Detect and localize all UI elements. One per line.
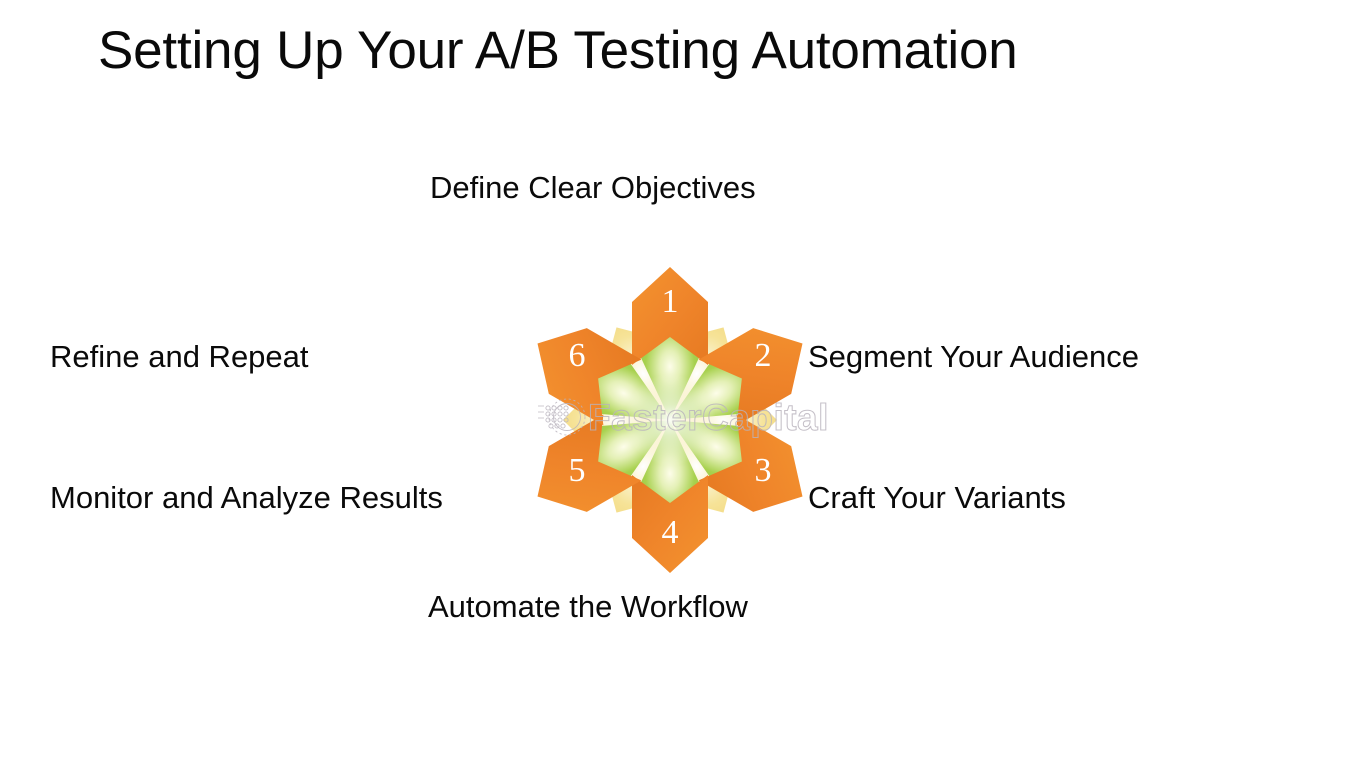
petal-6[interactable]: 6 bbox=[518, 310, 642, 426]
petal-2[interactable]: 2 bbox=[698, 310, 822, 426]
petal-1[interactable]: 1 bbox=[632, 267, 708, 365]
petal-number-1: 1 bbox=[662, 283, 679, 320]
step-label-5: Monitor and Analyze Results bbox=[50, 480, 443, 515]
step-label-3: Craft Your Variants bbox=[808, 480, 1066, 515]
petal-number-2: 2 bbox=[755, 337, 772, 374]
step-label-6: Refine and Repeat bbox=[50, 339, 309, 374]
petal-3[interactable]: 3 bbox=[698, 414, 822, 530]
petal-number-5: 5 bbox=[569, 452, 586, 489]
petal-number-6: 6 bbox=[569, 337, 586, 374]
outer-petal-layer: 1 2 3 4 5 bbox=[518, 267, 822, 573]
petal-4[interactable]: 4 bbox=[632, 475, 708, 573]
petal-number-3: 3 bbox=[755, 452, 772, 489]
page-title: Setting Up Your A/B Testing Automation bbox=[98, 21, 1018, 80]
petal-5[interactable]: 5 bbox=[518, 414, 642, 530]
step-label-4: Automate the Workflow bbox=[428, 589, 748, 624]
step-label-1: Define Clear Objectives bbox=[430, 170, 756, 205]
six-petal-flower-diagram: 1 2 3 4 5 bbox=[505, 255, 835, 585]
step-label-2: Segment Your Audience bbox=[808, 339, 1139, 374]
center-glow bbox=[624, 374, 716, 466]
petal-number-4: 4 bbox=[662, 514, 679, 551]
